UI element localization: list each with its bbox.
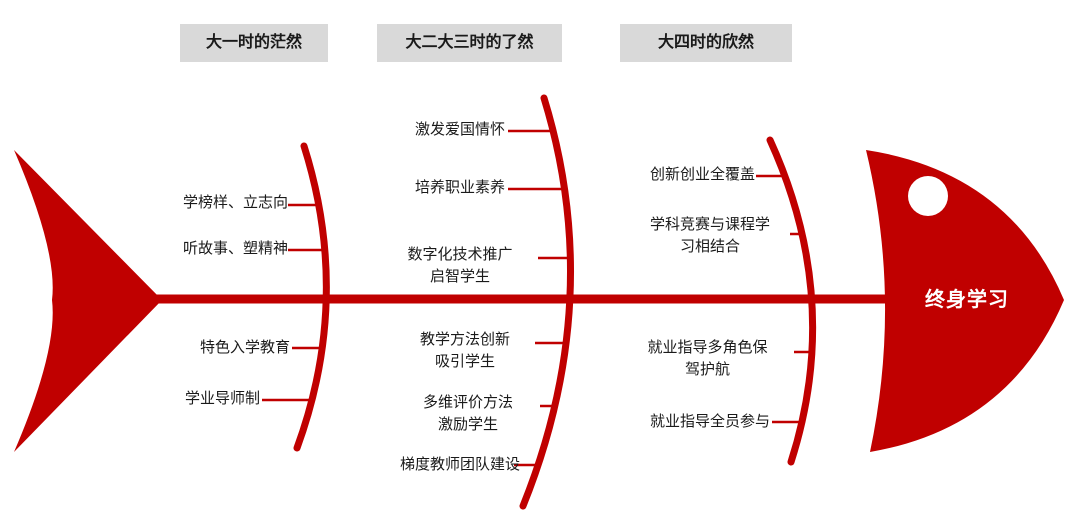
bone-label-role-models: 学榜样、立志向	[182, 194, 288, 211]
fish-tail-upper-fin	[14, 150, 162, 300]
bone-label-career-guidance-roles: 就业指导多角色保 驾护航	[647, 339, 768, 378]
rib-phase1	[293, 142, 330, 452]
bone-label-professionalism: 培养职业素养	[414, 179, 505, 196]
phase-header-freshman: 大一时的茫然	[180, 24, 328, 62]
bone-label-entrepreneurship: 创新创业全覆盖	[649, 166, 755, 183]
bone-label-competitions: 学科竞赛与课程学 习相结合	[649, 216, 770, 255]
bone-label-stories-spirit: 听故事、塑精神	[182, 240, 288, 257]
bone-label-teaching-innovation: 教学方法创新 吸引学生	[419, 331, 510, 370]
fish-head-label: 终身学习	[925, 289, 1009, 311]
bone-label-patriotism: 激发爱国情怀	[414, 121, 505, 138]
bone-label-career-guidance-all: 就业指导全员参与	[649, 413, 770, 430]
phase-header-sophomore-junior: 大二大三时的了然	[377, 24, 562, 62]
bone-label-teacher-team: 梯度教师团队建设	[399, 456, 520, 473]
phase-header-senior: 大四时的欣然	[620, 24, 792, 62]
bone-label-tutor-system: 学业导师制	[184, 390, 260, 407]
bone-label-digital-tech: 数字化技术推广 启智学生	[407, 246, 513, 285]
rib-phase3	[766, 136, 817, 466]
fish-tail-lower-fin	[14, 300, 162, 452]
fish-eye-icon	[908, 176, 948, 216]
fish-head	[866, 150, 1064, 452]
rib-phase2	[519, 94, 575, 510]
bone-label-entrance-education: 特色入学教育	[199, 339, 290, 356]
bone-label-multi-evaluation: 多维评价方法 激励学生	[422, 394, 513, 433]
